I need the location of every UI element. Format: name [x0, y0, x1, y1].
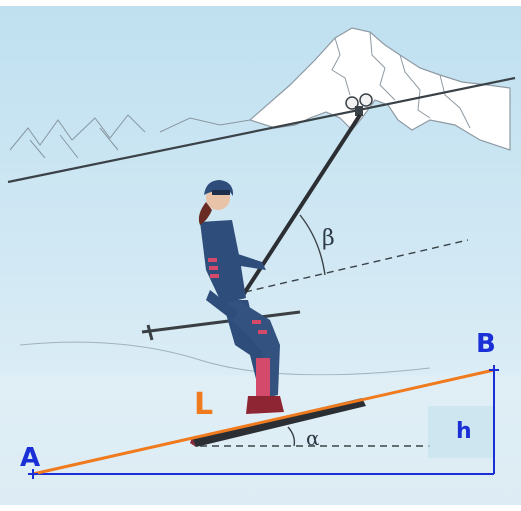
- skier-boot: [246, 396, 284, 414]
- alpha-arc: [287, 426, 296, 447]
- mountain-ridge-4: [439, 74, 471, 129]
- skier-leg-stripe-2: [258, 330, 267, 334]
- skier-torso: [200, 220, 246, 304]
- skier-stripe-3: [210, 274, 219, 278]
- skier-stripe-1: [208, 258, 217, 262]
- skier-hat: [204, 180, 234, 196]
- skier-goggles: [212, 190, 230, 195]
- snow-contour: [19, 341, 431, 376]
- ski-tail: [190, 438, 196, 447]
- hill-hatching: [29, 127, 119, 159]
- mountain-ridge-3: [399, 54, 431, 119]
- tow-pole: [243, 113, 362, 294]
- skier-icon: [141, 180, 301, 414]
- mountain-icon: [248, 27, 511, 151]
- hill-outline: [9, 114, 146, 151]
- height-label: h: [456, 419, 472, 444]
- ski-pole-icon: [141, 310, 301, 334]
- mountain-ridge-1: [331, 37, 351, 96]
- point-b-marker: [489, 365, 499, 375]
- ski-pole-basket: [146, 324, 154, 341]
- beta-reference-line: [244, 239, 469, 293]
- skier-arm: [226, 250, 266, 270]
- skier-gaiter: [256, 358, 270, 396]
- point-a-marker: [28, 469, 38, 479]
- cable-icon: [7, 76, 516, 184]
- skier-lower-arm: [206, 290, 238, 320]
- pulley-wheel-right: [359, 93, 373, 107]
- length-label: L: [194, 387, 213, 422]
- pulley-icon: [345, 93, 373, 116]
- skier-hair: [198, 202, 212, 225]
- beta-arc: [299, 214, 326, 276]
- slope-line: [32, 368, 495, 476]
- beta-label: β: [322, 226, 335, 251]
- mountain-snow: [248, 27, 511, 151]
- point-a-label: A: [20, 443, 40, 473]
- hill-outline-2: [159, 117, 251, 133]
- ski: [192, 398, 366, 447]
- skier-stripe-2: [209, 266, 218, 270]
- mountain-ridge-2: [369, 31, 396, 101]
- bottom-border: [0, 505, 521, 511]
- alpha-label: α: [306, 426, 320, 450]
- skier-leg-stripe-1: [252, 320, 261, 324]
- pulley-hanger: [355, 106, 363, 116]
- top-border: [0, 0, 521, 6]
- height-label-bg: [428, 406, 494, 458]
- hill-sketch: [9, 114, 251, 159]
- point-b-label: B: [476, 329, 496, 359]
